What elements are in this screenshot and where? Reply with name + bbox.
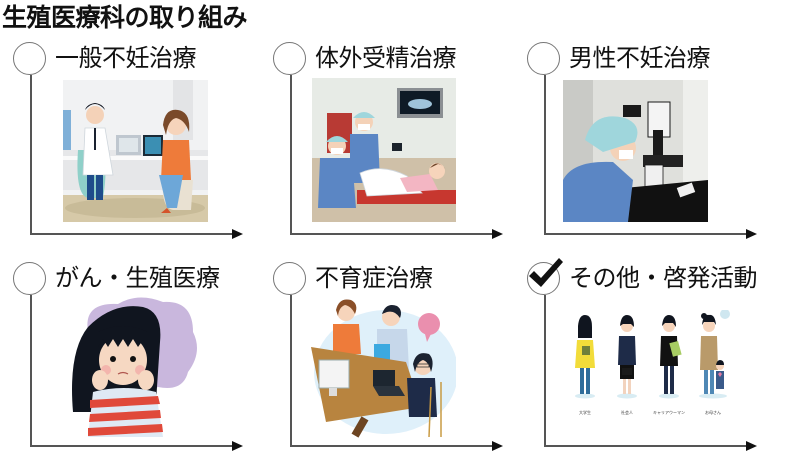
panel-onco-fertility: がん・生殖医療 — [13, 262, 273, 472]
axis-vertical — [544, 75, 546, 233]
panel-label: その他・啓発活動 — [569, 264, 758, 292]
panel-ivf: 体外受精治療 — [273, 42, 533, 252]
panel-general-infertility: 一般不妊治療 — [13, 42, 273, 252]
axis-horizontal — [290, 233, 495, 235]
empty-circle-icon — [273, 262, 306, 295]
team-meeting-illustration — [311, 292, 456, 440]
doctor-consulting-patient-illustration — [63, 80, 208, 222]
ivf-procedure-illustration — [312, 78, 456, 222]
panel-label: 一般不妊治療 — [55, 44, 197, 72]
arrow-right-icon — [492, 441, 503, 451]
empty-circle-icon — [273, 42, 306, 75]
empty-circle-icon — [13, 262, 46, 295]
panel-label: 体外受精治療 — [315, 44, 457, 72]
axis-vertical — [544, 295, 546, 445]
axis-horizontal — [544, 445, 749, 447]
arrow-right-icon — [232, 229, 243, 239]
arrow-right-icon — [232, 441, 243, 451]
page-title: 生殖医療科の取り組み — [2, 3, 248, 32]
panel-label: がん・生殖医療 — [55, 264, 220, 292]
arrow-right-icon — [746, 229, 757, 239]
panel-other-outreach: その他・啓発活動 — [527, 258, 787, 472]
axis-horizontal — [290, 445, 495, 447]
embryologist-microscope-illustration — [563, 80, 708, 222]
empty-circle-icon — [527, 42, 560, 75]
panel-label: 男性不妊治療 — [569, 44, 711, 72]
axis-horizontal — [30, 445, 235, 447]
axis-vertical — [290, 75, 292, 233]
axis-horizontal — [544, 233, 749, 235]
caption-student: 大学生 — [579, 410, 591, 415]
caption-mother: お母さん — [705, 410, 721, 415]
axis-vertical — [290, 295, 292, 445]
caption-career-woman: キャリアウーマン — [653, 410, 685, 415]
caption-working-adult: 社会人 — [621, 410, 633, 415]
women-lifestages-illustration: 大学生 社会人 キャリアウーマン お母さん — [565, 310, 735, 426]
empty-circle-icon — [13, 42, 46, 75]
panel-male-infertility: 男性不妊治療 — [527, 42, 787, 252]
axis-vertical — [30, 295, 32, 445]
axis-horizontal — [30, 233, 235, 235]
panel-infertility-care: 不育症治療 — [273, 262, 533, 472]
worried-girl-illustration — [68, 292, 208, 437]
arrow-right-icon — [492, 229, 503, 239]
check-mark-icon — [529, 258, 563, 287]
axis-vertical — [30, 75, 32, 233]
panel-label: 不育症治療 — [315, 264, 433, 292]
arrow-right-icon — [746, 441, 757, 451]
